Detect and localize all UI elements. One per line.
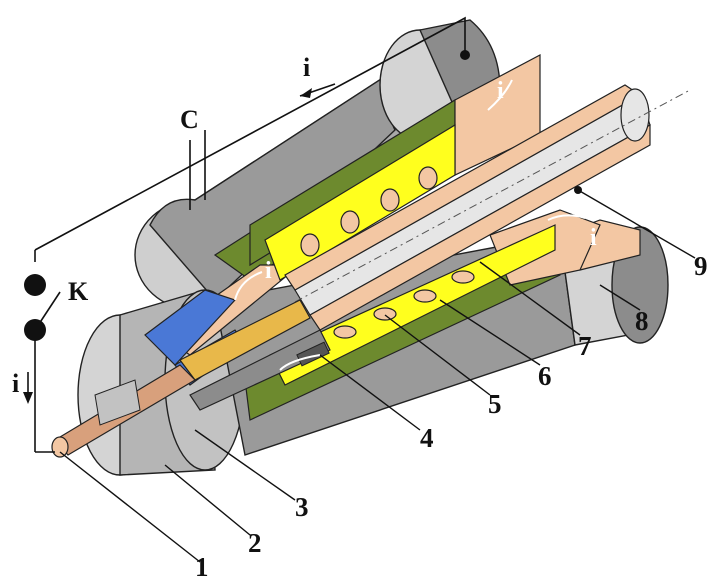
inner-current-arrows	[234, 79, 586, 371]
front-pipe	[51, 299, 331, 458]
label-part-2: 2	[248, 528, 262, 558]
central-tube	[284, 84, 691, 331]
label-part-6: 6	[538, 361, 552, 391]
label-part-5: 5	[488, 389, 502, 419]
switch-contact-bottom	[24, 319, 46, 341]
label-current-top: i	[303, 53, 310, 82]
label-switch: K	[68, 277, 89, 306]
label-part-4: 4	[420, 423, 434, 453]
label-current-left: i	[12, 369, 19, 398]
label-capacitor: C	[180, 105, 199, 134]
label-current-inner-1: i	[497, 78, 504, 104]
switch-contact-top	[24, 274, 46, 296]
label-part-1: 1	[195, 552, 209, 578]
label-part-9: 9	[694, 251, 708, 281]
label-current-inner-3: i	[590, 225, 597, 251]
label-part-7: 7	[578, 331, 592, 361]
label-current-inner-2: i	[265, 258, 272, 284]
circuit-wires	[23, 16, 466, 453]
terminal-dot	[460, 50, 470, 60]
leader-lines	[59, 189, 696, 563]
label-part-8: 8	[635, 306, 649, 336]
label-part-3: 3	[295, 492, 309, 522]
